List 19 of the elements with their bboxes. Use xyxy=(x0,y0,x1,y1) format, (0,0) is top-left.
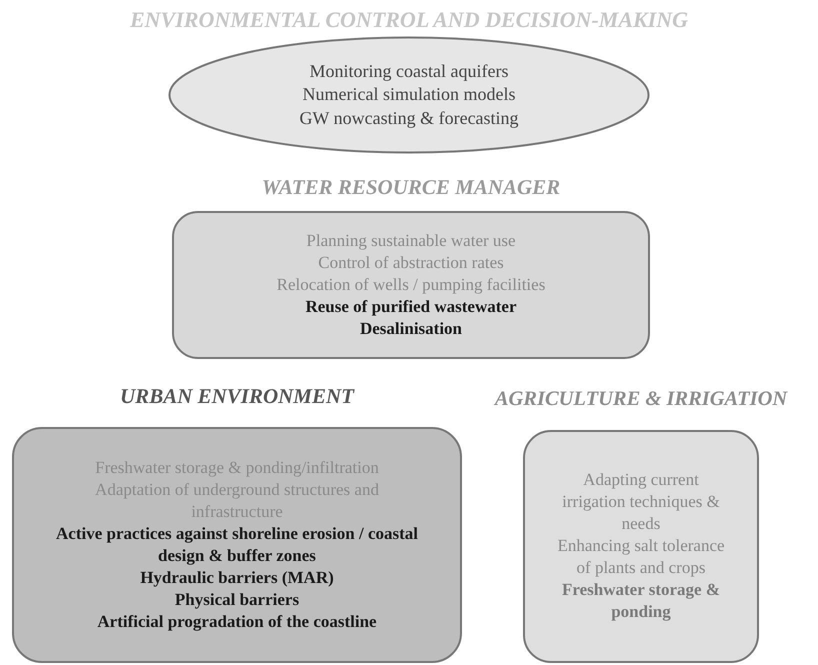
measure-text: Hydraulic barriers (MAR) xyxy=(140,567,334,590)
measure-text: Physical barriers xyxy=(174,589,300,612)
measure-text: Desalinisation xyxy=(360,318,462,340)
measure-text: Enhancing salt tolerance of plants and crops xyxy=(556,535,726,580)
measure-text: Numerical simulation models xyxy=(302,83,516,106)
measure-text: Active practices against shoreline erosion / coastal design & buffer zones xyxy=(55,523,419,568)
section-heading: URBAN ENVIRONMENT xyxy=(120,385,354,408)
section-heading: WATER RESOURCE MANAGER xyxy=(262,176,560,200)
section-heading: AGRICULTURE & IRRIGATION xyxy=(494,388,788,411)
measure-text: Artificial progradation of the coastline xyxy=(97,611,377,634)
section-heading: ENVIRONMENTAL CONTROL AND DECISION-MAKING xyxy=(130,8,688,32)
measure-text: Relocation of wells / pumping facilities xyxy=(276,274,546,296)
measure-text: Monitoring coastal aquifers xyxy=(310,60,508,84)
measure-text: Planning sustainable water use xyxy=(306,230,516,252)
measure-text: Freshwater storage & ponding xyxy=(561,579,721,624)
measure-text: Reuse of purified wastewater xyxy=(305,296,517,318)
measure-text: GW nowcasting & forecasting xyxy=(299,106,519,130)
measure-text: Adapting current irrigation techniques & needs xyxy=(561,468,721,535)
measure-text: Control of abstraction rates xyxy=(318,252,504,274)
